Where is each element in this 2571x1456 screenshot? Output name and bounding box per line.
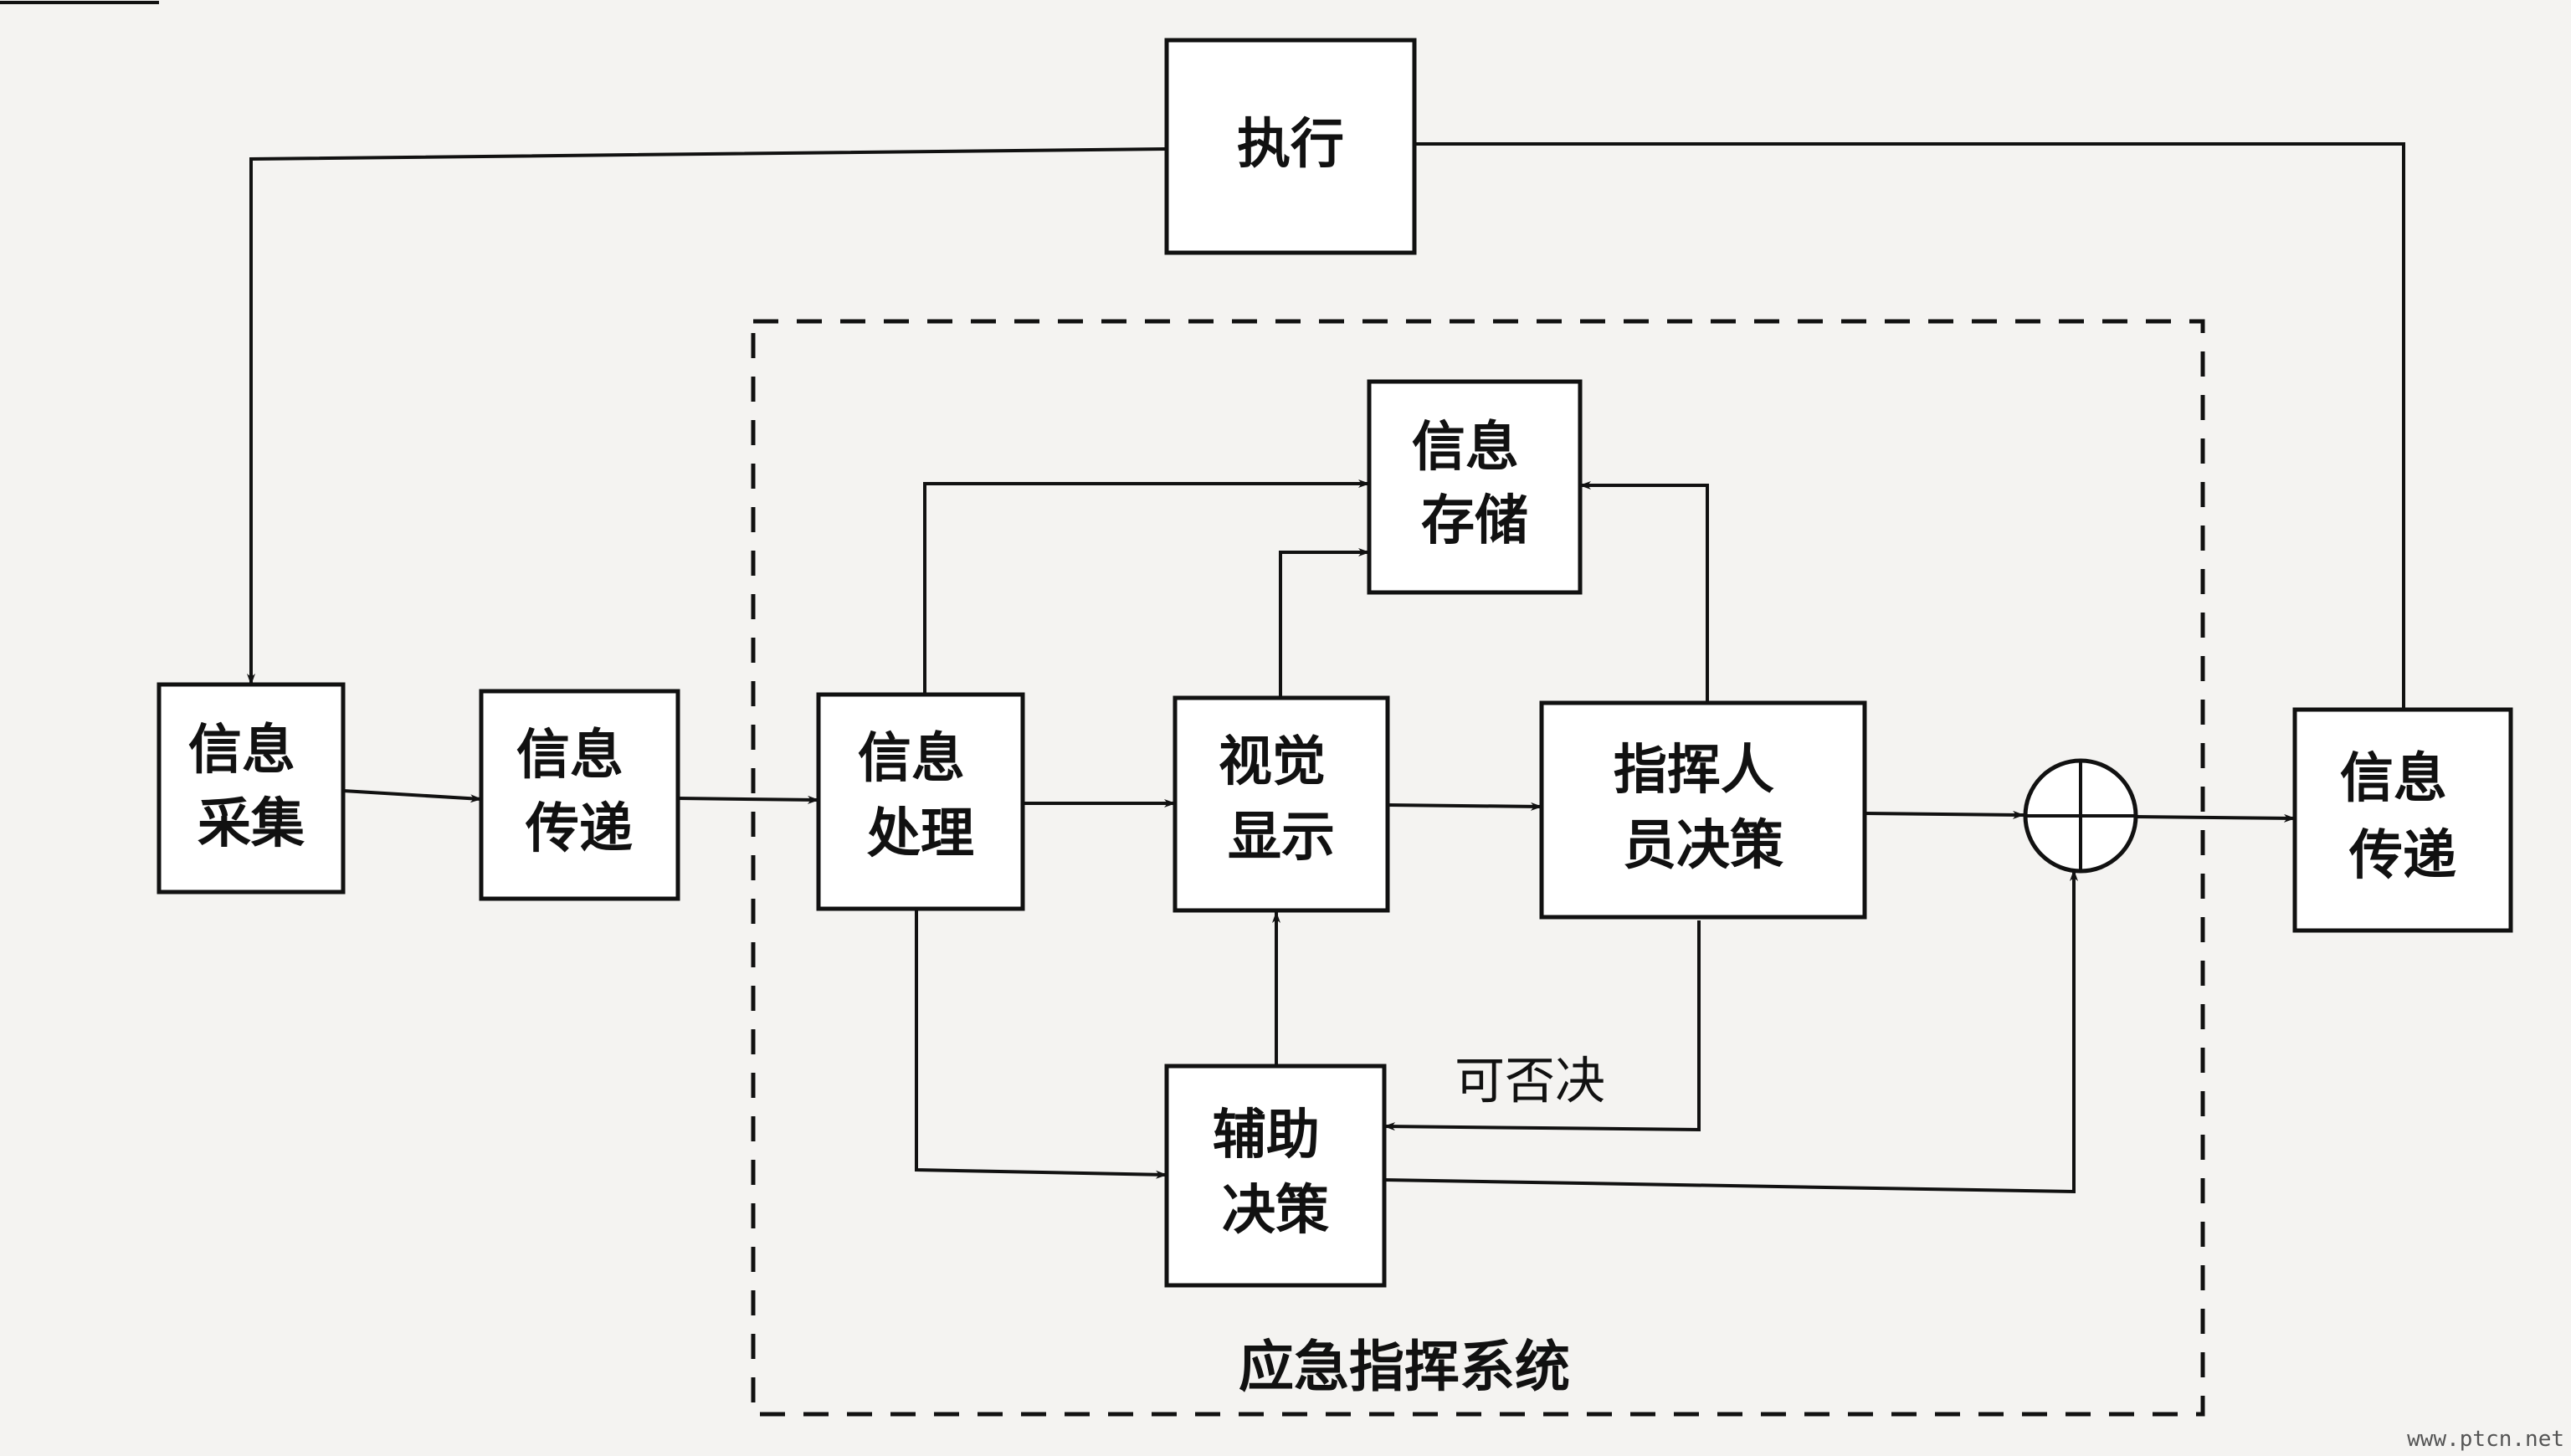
edge-commander-veto-to-assist xyxy=(1383,920,1701,1132)
info-process-label: 信息 处理 xyxy=(858,728,983,865)
info-storage-label: 信息 存储 xyxy=(1412,417,1537,552)
execute-box: 执行 xyxy=(1164,38,1417,255)
edge-commander-to-storage xyxy=(1579,481,1709,703)
commander-decision-label: 指挥人 员决策 xyxy=(1614,740,1793,877)
system-title-label: 应急指挥系统 xyxy=(1239,1335,1570,1399)
edge-transmit1-to-process xyxy=(677,795,819,804)
edge-collect-to-transmit1 xyxy=(342,789,482,803)
edge-assist-to-junction xyxy=(1383,869,2078,1194)
info-collect-box: 信息 采集 xyxy=(157,682,346,895)
assist-decision-box: 辅助 决策 xyxy=(1164,1064,1387,1288)
info-transmit-box-1: 信息 传递 xyxy=(479,689,680,901)
edge-display-to-storage xyxy=(1279,548,1370,698)
edge-transmit2-to-execute xyxy=(1414,142,2405,710)
commander-decision-box: 指挥人 员决策 xyxy=(1539,700,1867,920)
assist-decision-label: 辅助 决策 xyxy=(1213,1105,1338,1242)
info-collect-label: 信息 采集 xyxy=(188,720,314,855)
veto-label: 可否决 xyxy=(1455,1053,1605,1111)
edges xyxy=(247,142,2405,1194)
info-transmit-label-2: 信息 传递 xyxy=(2340,748,2466,887)
edge-execute-to-collect xyxy=(247,147,1167,685)
execute-label: 执行 xyxy=(1237,114,1344,176)
info-transmit-label-1: 信息 传递 xyxy=(516,725,642,860)
edge-process-to-storage xyxy=(923,479,1370,695)
visual-display-label: 视觉 显示 xyxy=(1219,731,1344,869)
emergency-command-system-boundary xyxy=(751,319,2205,1417)
edge-junction-to-transmit2 xyxy=(2135,813,2296,823)
edge-display-to-commander xyxy=(1387,802,1542,811)
info-transmit-box-2: 信息 传递 xyxy=(2292,707,2513,933)
summing-junction xyxy=(2023,758,2138,874)
info-storage-box: 信息 存储 xyxy=(1367,379,1583,595)
edge-process-to-assist xyxy=(915,910,1167,1179)
info-process-box: 信息 处理 xyxy=(816,692,1025,911)
edge-commander-to-junction xyxy=(1864,810,2024,819)
watermark-text: www.ptcn.net xyxy=(2407,1427,2564,1452)
visual-display-box: 视觉 显示 xyxy=(1173,695,1390,913)
